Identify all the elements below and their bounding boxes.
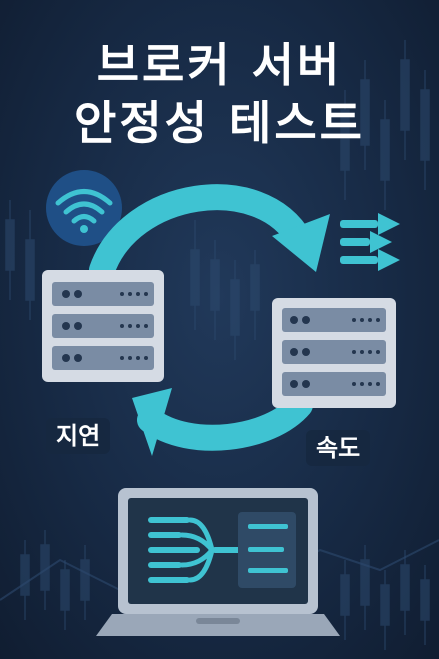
title-line-2: 안정성 테스트: [74, 96, 365, 150]
speed-label: 속도: [306, 430, 371, 466]
cycle-arrow-top-icon: [89, 184, 330, 283]
laptop-icon: [96, 488, 340, 636]
cycle-arrow-bottom-icon: [132, 388, 313, 456]
title-line-1: 브로커 서버: [96, 38, 343, 92]
wifi-icon: [46, 170, 122, 246]
server-right-icon: [272, 298, 396, 408]
fast-forward-lines-icon: [340, 213, 400, 271]
latency-label: 지연: [46, 418, 111, 454]
flow-diagram-icon: [148, 512, 296, 588]
server-left-icon: [42, 270, 164, 382]
